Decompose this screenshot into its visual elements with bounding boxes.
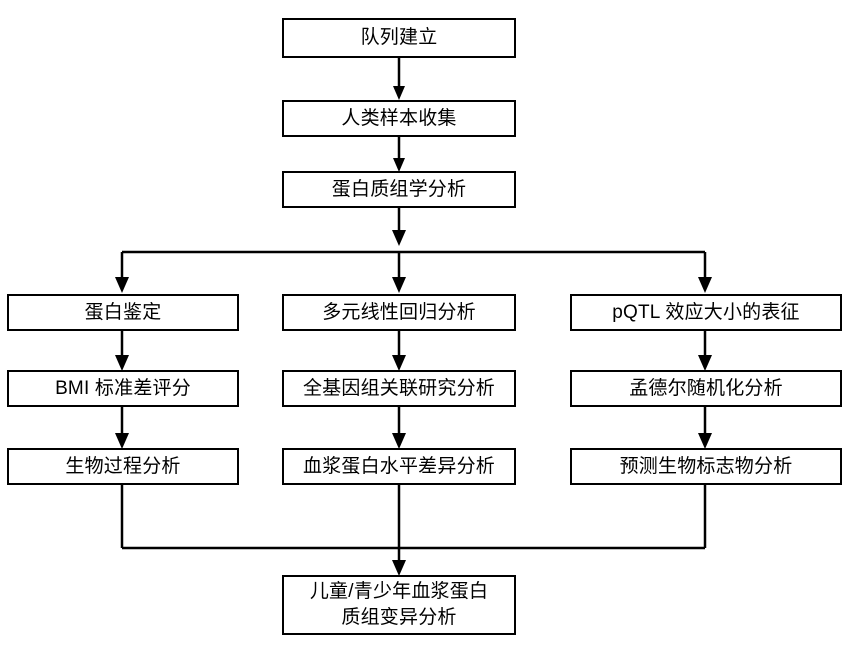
node-protein-identification[interactable]: 蛋白鉴定: [7, 294, 239, 331]
node-proteomics-analysis[interactable]: 蛋白质组学分析: [282, 171, 516, 208]
node-plasma-protein-level-difference[interactable]: 血浆蛋白水平差异分析: [282, 448, 516, 485]
edge-mlr-to-gwas: [392, 330, 406, 371]
node-gwas-analysis[interactable]: 全基因组关联研究分析: [282, 370, 516, 407]
edge-merge-to-final: [392, 548, 406, 576]
node-cohort[interactable]: 队列建立: [282, 18, 516, 58]
node-human-sample-collection[interactable]: 人类样本收集: [282, 100, 516, 137]
node-final-children-adolescent-plasma-proteome[interactable]: 儿童/青少年血浆蛋白 质组变异分析: [282, 575, 516, 635]
node-pqtl-effect-size[interactable]: pQTL 效应大小的表征: [570, 294, 842, 331]
edge-protein-id-to-bmi-sds: [115, 330, 129, 371]
edge-branch-to-mlr: [392, 252, 406, 293]
node-mendelian-randomization[interactable]: 孟德尔随机化分析: [570, 370, 842, 407]
edge-sample-to-proteomics: [393, 136, 405, 172]
node-bmi-sds[interactable]: BMI 标准差评分: [7, 370, 239, 407]
edge-cohort-to-sample: [393, 58, 405, 100]
edge-mr-to-biomarker: [698, 406, 712, 449]
node-predictive-biomarker-analysis[interactable]: 预测生物标志物分析: [570, 448, 842, 485]
node-biological-process-analysis[interactable]: 生物过程分析: [7, 448, 239, 485]
edge-proteomics-to-branch: [392, 208, 406, 246]
edge-gwas-to-plasma-diff: [392, 406, 406, 449]
edge-bmi-sds-to-bioprocess: [115, 406, 129, 449]
merge-bar-bottom: [120, 484, 707, 550]
edge-branch-to-protein-id: [115, 252, 129, 293]
edge-branch-to-pqtl: [698, 252, 712, 293]
edge-pqtl-to-mr: [698, 330, 712, 371]
node-multiple-linear-regression[interactable]: 多元线性回归分析: [282, 294, 516, 331]
